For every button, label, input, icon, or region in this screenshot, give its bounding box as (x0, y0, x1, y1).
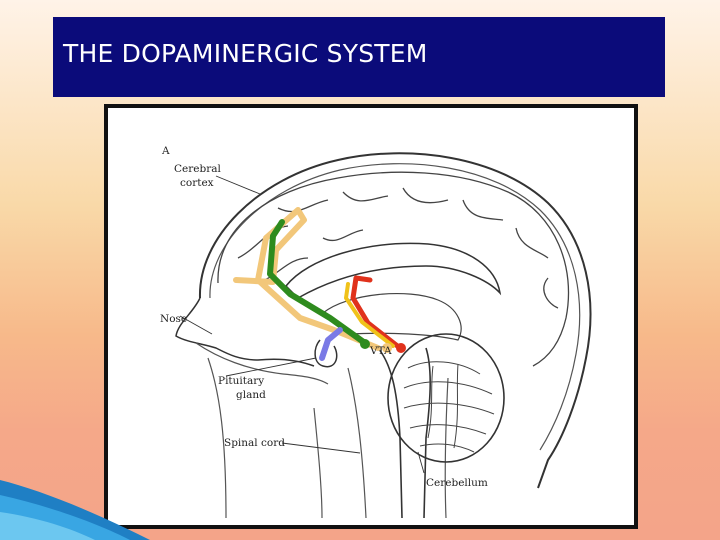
vta-node-yellow (382, 343, 392, 353)
mesolimbic-pathway-red (350, 275, 403, 351)
label-cerebellum: Cerebellum (426, 477, 488, 489)
vta-node-green (360, 339, 370, 349)
label-gland: gland (236, 389, 266, 401)
tuberoinfundibular-pathway (319, 327, 343, 361)
panel-letter: A (161, 145, 170, 157)
brain-diagram-panel: A Cerebral cortex Nose Pituitary gland S… (104, 104, 638, 529)
brain-sagittal-drawing: A Cerebral cortex Nose Pituitary gland S… (160, 145, 592, 519)
neck-outline (207, 357, 323, 519)
label-pituitary: Pituitary (218, 375, 264, 387)
title-bar: THE DOPAMINERGIC SYSTEM (53, 17, 665, 97)
skull-inner-outline (209, 163, 581, 451)
mesolimbic-pathway-yellow (344, 282, 395, 348)
spinal-canal (347, 367, 449, 519)
pituitary-gland (314, 339, 338, 368)
skull-outline (198, 152, 592, 489)
label-vta: VTA (369, 345, 392, 357)
label-leader-lines (179, 175, 425, 474)
face-outline (175, 297, 315, 367)
thalamus-region (322, 292, 462, 341)
label-nose: Nose (160, 313, 187, 325)
label-cerebral: Cerebral (174, 163, 221, 175)
vta-node-red (396, 343, 406, 353)
label-spinal-cord: Spinal cord (224, 437, 285, 449)
corpus-callosum (284, 242, 502, 299)
label-cortex: cortex (180, 177, 214, 189)
brainstem (377, 347, 431, 519)
nasal-cavity (195, 342, 329, 385)
cerebellum (387, 333, 505, 463)
nigrostriatal-pathway (267, 219, 368, 346)
slide-title: THE DOPAMINERGIC SYSTEM (63, 39, 428, 68)
corner-wave-decoration (0, 480, 150, 540)
